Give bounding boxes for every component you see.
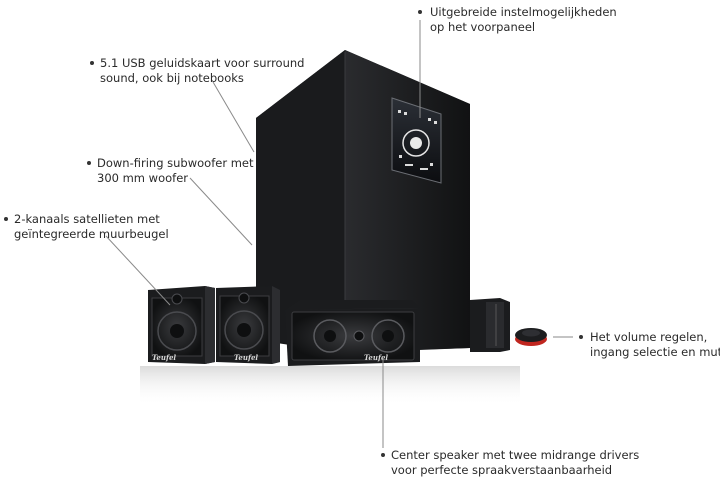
bullet-icon (579, 335, 583, 339)
bullet-icon (4, 217, 8, 221)
brand-logo: Teufel (152, 353, 176, 362)
annotation-subwoofer: Down-firing subwoofer met 300 mm woofer (97, 156, 254, 186)
annotation-line: op het voorpaneel (430, 20, 536, 34)
satellite-speaker-right: Teufel (216, 286, 280, 364)
annotation-line: 5.1 USB geluidskaart voor surround (100, 56, 305, 70)
annotation-line: Center speaker met twee midrange drivers (391, 448, 640, 462)
bullet-icon (381, 453, 385, 457)
annotation-line: ingang selectie en mute (590, 345, 720, 359)
center-speaker: Teufel (285, 300, 420, 366)
annotation-line: 300 mm woofer (97, 171, 188, 185)
leader-lines (105, 20, 573, 448)
annotation-usb-soundcard: 5.1 USB geluidskaart voor surround sound… (100, 56, 304, 86)
annotation-line: Het volume regelen, (590, 330, 708, 344)
annotation-volume: Het volume regelen, ingang selectie en m… (590, 330, 720, 360)
brand-logo: Teufel (234, 353, 258, 362)
annotation-line: 2-kanaals satellieten met (14, 212, 160, 226)
bullet-icon (418, 10, 422, 14)
annotation-line: Uitgebreide instelmogelijkheden (430, 5, 617, 19)
annotation-center: Center speaker met twee midrange drivers… (391, 448, 639, 478)
brand-logo: Teufel (364, 353, 388, 362)
bullet-icon (87, 161, 91, 165)
annotation-satellites: 2-kanaals satellieten met geïntegreerde … (14, 212, 169, 242)
annotation-line: Down-firing subwoofer met (97, 156, 254, 170)
annotation-line: geïntegreerde muurbeugel (14, 227, 169, 241)
annotation-line: voor perfecte spraakverstaanbaarheid (391, 463, 613, 477)
volume-control-puck (515, 328, 547, 346)
satellite-speaker-left: Teufel (148, 286, 215, 364)
subwoofer (256, 50, 470, 353)
annotation-line: sound, ook bij notebooks (100, 71, 244, 85)
annotation-front-panel: Uitgebreide instelmogelijkheden op het v… (430, 5, 617, 35)
rear-satellite-speaker (470, 298, 510, 352)
bullet-icon (90, 61, 94, 65)
front-panel-display (391, 97, 442, 184)
